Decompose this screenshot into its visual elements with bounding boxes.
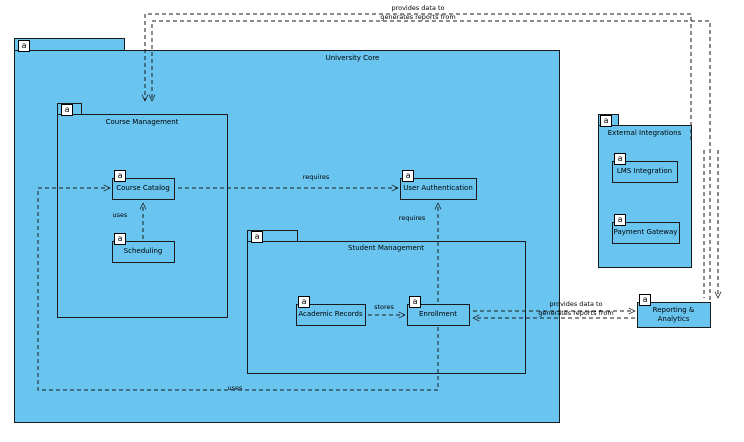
component-tab-icon-scheduling: a xyxy=(114,233,126,245)
edge-generates-reports-from-top xyxy=(152,20,711,300)
component-payment-gateway[interactable] xyxy=(612,222,680,244)
component-scheduling[interactable] xyxy=(112,241,175,263)
package-external-integrations[interactable] xyxy=(598,114,692,268)
package-course-management[interactable] xyxy=(57,103,228,318)
component-tab-icon-reporting-analytics: a xyxy=(639,294,651,306)
edge-provides-data-to-top xyxy=(145,13,692,140)
component-reporting-analytics[interactable] xyxy=(637,302,711,328)
component-tab-icon-payment-gateway: a xyxy=(614,214,626,226)
component-tab-icon-course-catalog: a xyxy=(114,170,126,182)
edge-uses-enrollment-catalog xyxy=(37,188,439,391)
package-tab-icon-external-integrations: a xyxy=(600,115,612,127)
component-tab-icon-user-authentication: a xyxy=(402,170,414,182)
package-tab-icon-student-management: a xyxy=(251,231,263,243)
package-student-management[interactable] xyxy=(247,230,526,374)
component-user-authentication[interactable] xyxy=(400,178,477,200)
component-enrollment[interactable] xyxy=(407,304,470,326)
component-tab-icon-enrollment: a xyxy=(409,296,421,308)
package-tab-icon-course-management: a xyxy=(61,104,73,116)
component-tab-icon-lms-integration: a xyxy=(614,153,626,165)
package-tab-icon-root: a xyxy=(18,40,30,52)
component-academic-records[interactable] xyxy=(296,304,366,326)
component-tab-icon-academic-records: a xyxy=(298,296,310,308)
component-lms-integration[interactable] xyxy=(612,161,678,183)
component-course-catalog[interactable] xyxy=(112,178,175,200)
